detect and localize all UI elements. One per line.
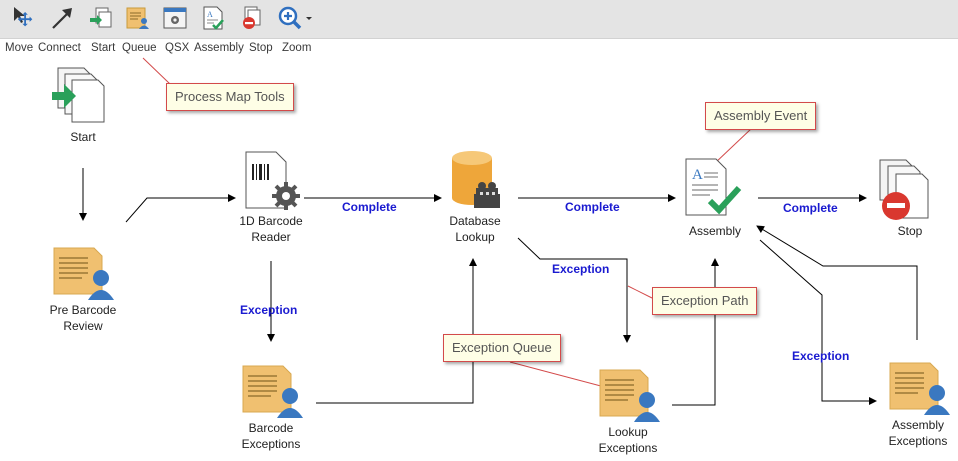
assembly-label: Assembly xyxy=(194,42,244,54)
barcode-reader-node[interactable] xyxy=(242,150,302,212)
assembly-tool-button[interactable]: A xyxy=(198,2,228,34)
stop-tool-button[interactable] xyxy=(237,2,267,34)
connect-tool-button[interactable] xyxy=(47,2,77,34)
svg-text:A: A xyxy=(692,167,703,183)
qsx-label: QSX xyxy=(165,42,190,54)
start-node-icon xyxy=(52,67,105,123)
qsx-icon xyxy=(163,7,187,29)
edge-lookup-exceptions-to-assembly xyxy=(672,258,719,406)
stop-label: Stop xyxy=(249,42,273,54)
assembly-icon: A xyxy=(203,6,224,30)
queue-node-icon xyxy=(53,247,114,300)
edge-label-exception: Exception xyxy=(792,349,850,363)
queue-node-icon xyxy=(242,365,303,418)
lookup-exceptions-node[interactable] xyxy=(598,368,662,424)
edge-assembly-to-assembly-exceptions xyxy=(759,239,877,405)
assembly-node-label: Assembly xyxy=(688,224,741,238)
edge-database-to-lookup-exceptions xyxy=(517,237,631,343)
queue-label: Queue xyxy=(122,42,157,54)
callout-pointer-exception-path xyxy=(627,285,653,299)
database-lookup-label-1: Database xyxy=(449,214,501,228)
assembly-icon: A xyxy=(685,158,742,216)
pre-barcode-review-node[interactable] xyxy=(52,246,116,302)
qsx-tool-button[interactable] xyxy=(160,2,190,34)
start-node-label: Start xyxy=(70,130,96,144)
move-arrows-icon xyxy=(14,7,33,27)
edge-label-complete: Complete xyxy=(565,200,620,214)
callout-pointer-exception-queue xyxy=(509,361,617,391)
stop-node[interactable] xyxy=(876,158,942,222)
move-tool-button[interactable] xyxy=(8,2,38,34)
edge-label-exception: Exception xyxy=(240,303,298,317)
barcode-reader-icon xyxy=(245,151,300,210)
zoom-label: Zoom xyxy=(282,42,312,54)
queue-icon xyxy=(126,7,149,29)
connect-arrow-icon xyxy=(52,8,72,29)
assembly-exceptions-node[interactable] xyxy=(888,361,952,417)
edge-label-complete: Complete xyxy=(783,201,838,215)
queue-node-icon xyxy=(599,369,660,422)
start-tool-button[interactable] xyxy=(85,2,115,34)
start-icon xyxy=(90,7,112,28)
database-lookup-label-2: Lookup xyxy=(455,230,495,244)
barcode-exceptions-node[interactable] xyxy=(241,364,305,420)
callout-exception-queue: Exception Queue xyxy=(443,334,561,362)
barcode-reader-label-1: 1D Barcode xyxy=(239,214,303,228)
edge-assembly-exceptions-to-assembly xyxy=(756,225,918,340)
edge-pre-barcode-to-reader xyxy=(125,194,236,223)
callout-process-map-tools: Process Map Tools xyxy=(166,83,294,111)
chevron-down-icon xyxy=(306,17,312,20)
svg-text:A: A xyxy=(207,10,213,19)
edge-label-complete: Complete xyxy=(342,200,397,214)
pre-barcode-review-label-2: Review xyxy=(63,319,103,333)
callout-pointer-tools xyxy=(142,57,171,85)
assembly-node[interactable]: A xyxy=(684,157,746,219)
edge-label-exception: Exception xyxy=(552,262,610,276)
stop-node-label: Stop xyxy=(897,224,923,238)
callout-assembly-event: Assembly Event xyxy=(705,102,817,130)
barcode-reader-label-2: Reader xyxy=(251,230,291,244)
edge-barcode-exceptions-to-database xyxy=(316,258,477,404)
barcode-exceptions-label-1: Barcode xyxy=(248,421,294,435)
barcode-exceptions-label-2: Exceptions xyxy=(241,437,301,451)
toolbar: A xyxy=(0,0,958,39)
callout-exception-path: Exception Path xyxy=(652,287,758,315)
lookup-exceptions-label-1: Lookup xyxy=(608,425,648,439)
queue-tool-button[interactable] xyxy=(122,2,152,34)
assembly-exceptions-label-2: Exceptions xyxy=(888,434,948,448)
move-label: Move xyxy=(5,42,34,54)
database-icon xyxy=(452,151,500,208)
database-lookup-node[interactable] xyxy=(448,150,504,212)
connect-label: Connect xyxy=(38,42,81,54)
queue-node-icon xyxy=(889,362,950,415)
pre-barcode-review-label-1: Pre Barcode xyxy=(49,303,117,317)
start-node[interactable] xyxy=(50,66,118,128)
stop-icon xyxy=(243,6,261,29)
zoom-tool-button[interactable] xyxy=(275,2,315,34)
lookup-exceptions-label-2: Exceptions xyxy=(598,441,658,455)
assembly-exceptions-label-1: Assembly xyxy=(891,418,944,432)
start-label: Start xyxy=(91,42,116,54)
zoom-icon xyxy=(278,6,312,30)
stop-node-icon xyxy=(879,159,929,220)
callout-pointer-assembly xyxy=(713,127,753,165)
